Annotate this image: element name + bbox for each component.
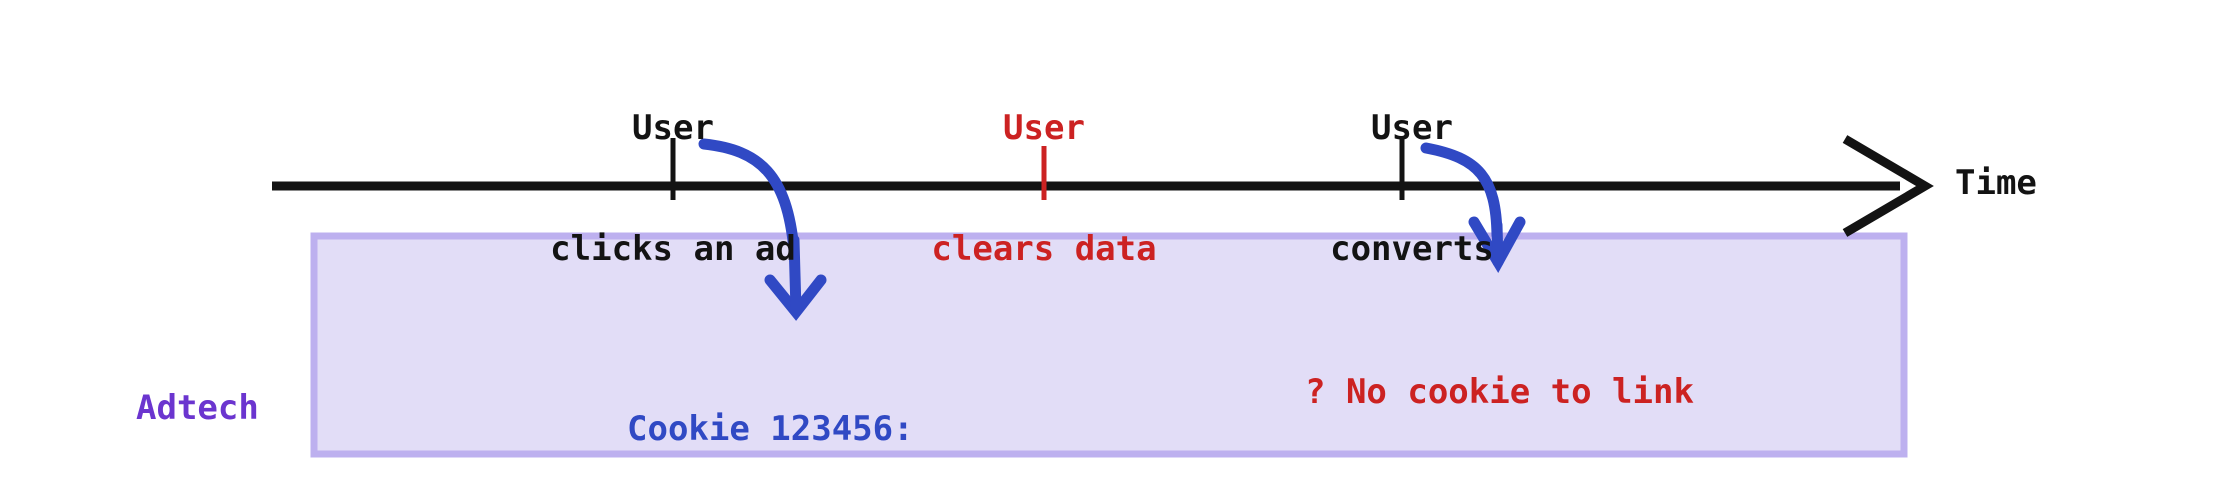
no-conversion-note: ? No cookie to link this conversion to ⇒…: [1305, 280, 1694, 498]
event-label-clear-data: User clears data: [931, 28, 1156, 349]
arrow-ad-click-to-cookie-note: [698, 138, 800, 256]
arrow-ad-click-shaft-lower: [788, 234, 802, 316]
event-label-convert-line2: converts: [1330, 228, 1494, 269]
timeline-arrowhead-icon: [1842, 135, 1934, 237]
arrow-convert-shaft-lower: [1491, 219, 1504, 268]
event-label-ad-click-line1: User: [632, 108, 714, 149]
adtech-server-lane-label-line1: Adtech: [136, 388, 259, 429]
event-label-convert-line1: User: [1371, 108, 1453, 149]
adtech-server-lane-band: [310, 232, 1908, 458]
arrow-convert-to-no-conversion-note: [1420, 142, 1503, 241]
no-conversion-note-line1: ? No cookie to link: [1305, 371, 1694, 412]
cookie-logged-note-line1: Cookie 123456:: [627, 408, 914, 449]
adtech-server-lane-label: Adtech server: [136, 298, 306, 498]
cookie-logged-note: Cookie 123456: Ad clicked: [627, 317, 914, 498]
event-label-ad-click-line2: clicks an ad: [550, 228, 796, 269]
event-label-ad-click: User clicks an ad: [550, 28, 796, 349]
time-axis-label: Time: [1955, 163, 2037, 203]
event-label-clear-data-line2: clears data: [931, 228, 1157, 269]
event-label-clear-data-line1: User: [1003, 108, 1085, 149]
event-label-convert: User converts: [1330, 28, 1494, 349]
